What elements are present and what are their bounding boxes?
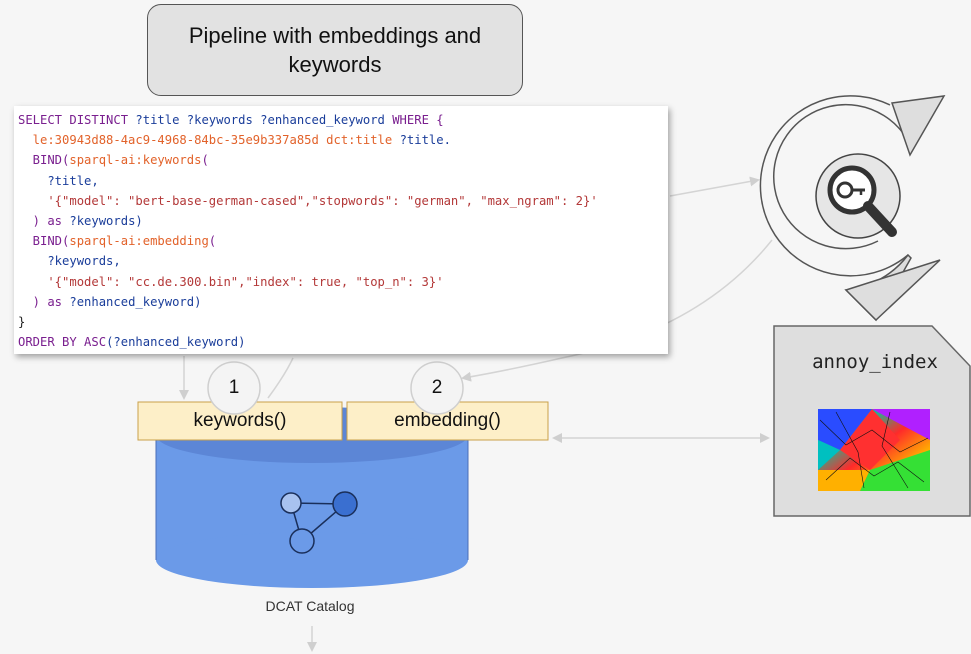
step-2-number: 2: [431, 377, 443, 398]
code-token: BIND(: [18, 234, 70, 249]
code-line: ?title,: [18, 171, 668, 191]
sparql-query-code: SELECT DISTINCT ?title ?keywords ?enhanc…: [14, 106, 668, 354]
keywords-operation-label: keywords(): [193, 410, 287, 431]
code-token: '{"model": "bert-base-german-cased","sto…: [18, 193, 598, 208]
code-token: (: [201, 153, 209, 168]
code-line: '{"model": "cc.de.300.bin","index": true…: [18, 272, 668, 292]
code-token: WHERE {: [392, 113, 444, 127]
code-token: '{"model": "cc.de.300.bin","index": true…: [18, 274, 444, 289]
code-token: ?title ?keywords ?enhanced_keyword: [135, 113, 393, 127]
step-1-circle: [207, 361, 261, 415]
dcat-catalog-label: DCAT Catalog: [265, 598, 355, 614]
code-token: (?enhanced_keyword): [106, 335, 246, 350]
graph-icon: [280, 491, 358, 554]
code-line: ORDER BY ASC(?enhanced_keyword): [18, 332, 668, 352]
code-line: SELECT DISTINCT ?title ?keywords ?enhanc…: [18, 110, 668, 130]
step-1-number: 1: [228, 377, 240, 398]
step-2-circle: [410, 361, 464, 415]
code-token: ?keywords,: [18, 254, 121, 269]
code-line: le:30943d88-4ac9-4968-84bc-35e9b337a85d …: [18, 130, 668, 150]
code-token: ?title,: [18, 173, 99, 188]
magnifier-key-icon: [815, 153, 901, 239]
code-token: le:30943d88-4ac9-4968-84bc-35e9b337a85d …: [18, 133, 400, 148]
annoy-index-label: annoy_index: [812, 351, 938, 373]
code-line: '{"model": "bert-base-german-cased","sto…: [18, 191, 668, 211]
code-token: (: [208, 234, 217, 249]
code-line: BIND(sparql-ai:embedding(: [18, 231, 668, 251]
code-line: ) as ?enhanced_keyword): [18, 292, 668, 312]
pipeline-title: Pipeline with embeddings and keywords: [188, 23, 482, 77]
code-token: sparql-ai:keywords: [69, 153, 202, 168]
code-line: }: [18, 312, 668, 332]
code-token: ?enhanced_keyword): [69, 294, 202, 309]
code-line: BIND(sparql-ai:keywords(: [18, 150, 668, 170]
circular-arrow-icon: [759, 95, 946, 322]
embedding-operation-label: embedding(): [394, 410, 501, 431]
pipeline-title-box: Pipeline with embeddings and keywords: [147, 4, 523, 96]
code-token: sparql-ai:embedding: [69, 234, 209, 249]
annoy-index-visualization: [818, 409, 930, 491]
code-line: ) as ?keywords): [18, 211, 668, 231]
code-token: ?keywords): [69, 213, 143, 228]
code-token: ) as: [18, 294, 70, 309]
code-line: ?keywords,: [18, 251, 668, 271]
code-token: SELECT DISTINCT: [18, 113, 136, 127]
code-token: ) as: [18, 213, 70, 228]
code-token: ORDER BY ASC: [18, 335, 107, 350]
code-token: BIND(: [18, 153, 70, 168]
code-token: ?title.: [399, 133, 451, 148]
code-token: }: [18, 314, 26, 329]
embedding-operation-box: [346, 401, 549, 441]
